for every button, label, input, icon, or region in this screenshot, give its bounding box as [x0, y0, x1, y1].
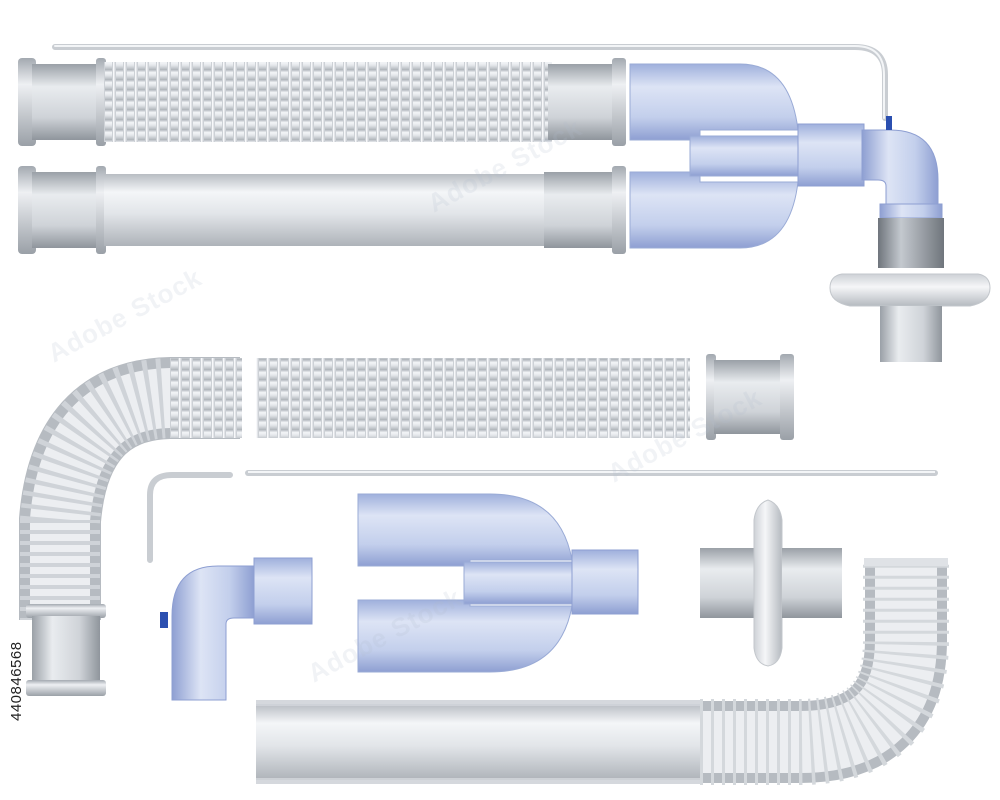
corrugated-tube-segment	[256, 358, 690, 438]
valve-blue	[886, 116, 892, 130]
corrugated-tube-lower	[18, 166, 626, 254]
elbow-connector	[861, 116, 943, 219]
sampling-line	[147, 470, 938, 563]
y-piece-loose	[357, 493, 639, 673]
stock-image-id: 440846568	[8, 641, 25, 721]
filter-loose	[700, 499, 842, 667]
y-piece-connector	[629, 63, 865, 249]
flexible-hose-bent	[18, 357, 242, 696]
elbow-loose	[160, 557, 313, 701]
corrugated-tube-upper	[18, 58, 626, 146]
sampling-line-top	[52, 44, 888, 121]
smooth-tube-curved	[256, 558, 949, 785]
valve-blue-loose	[160, 612, 168, 628]
tube-cuff	[706, 354, 794, 440]
breathing-filter	[829, 218, 991, 362]
